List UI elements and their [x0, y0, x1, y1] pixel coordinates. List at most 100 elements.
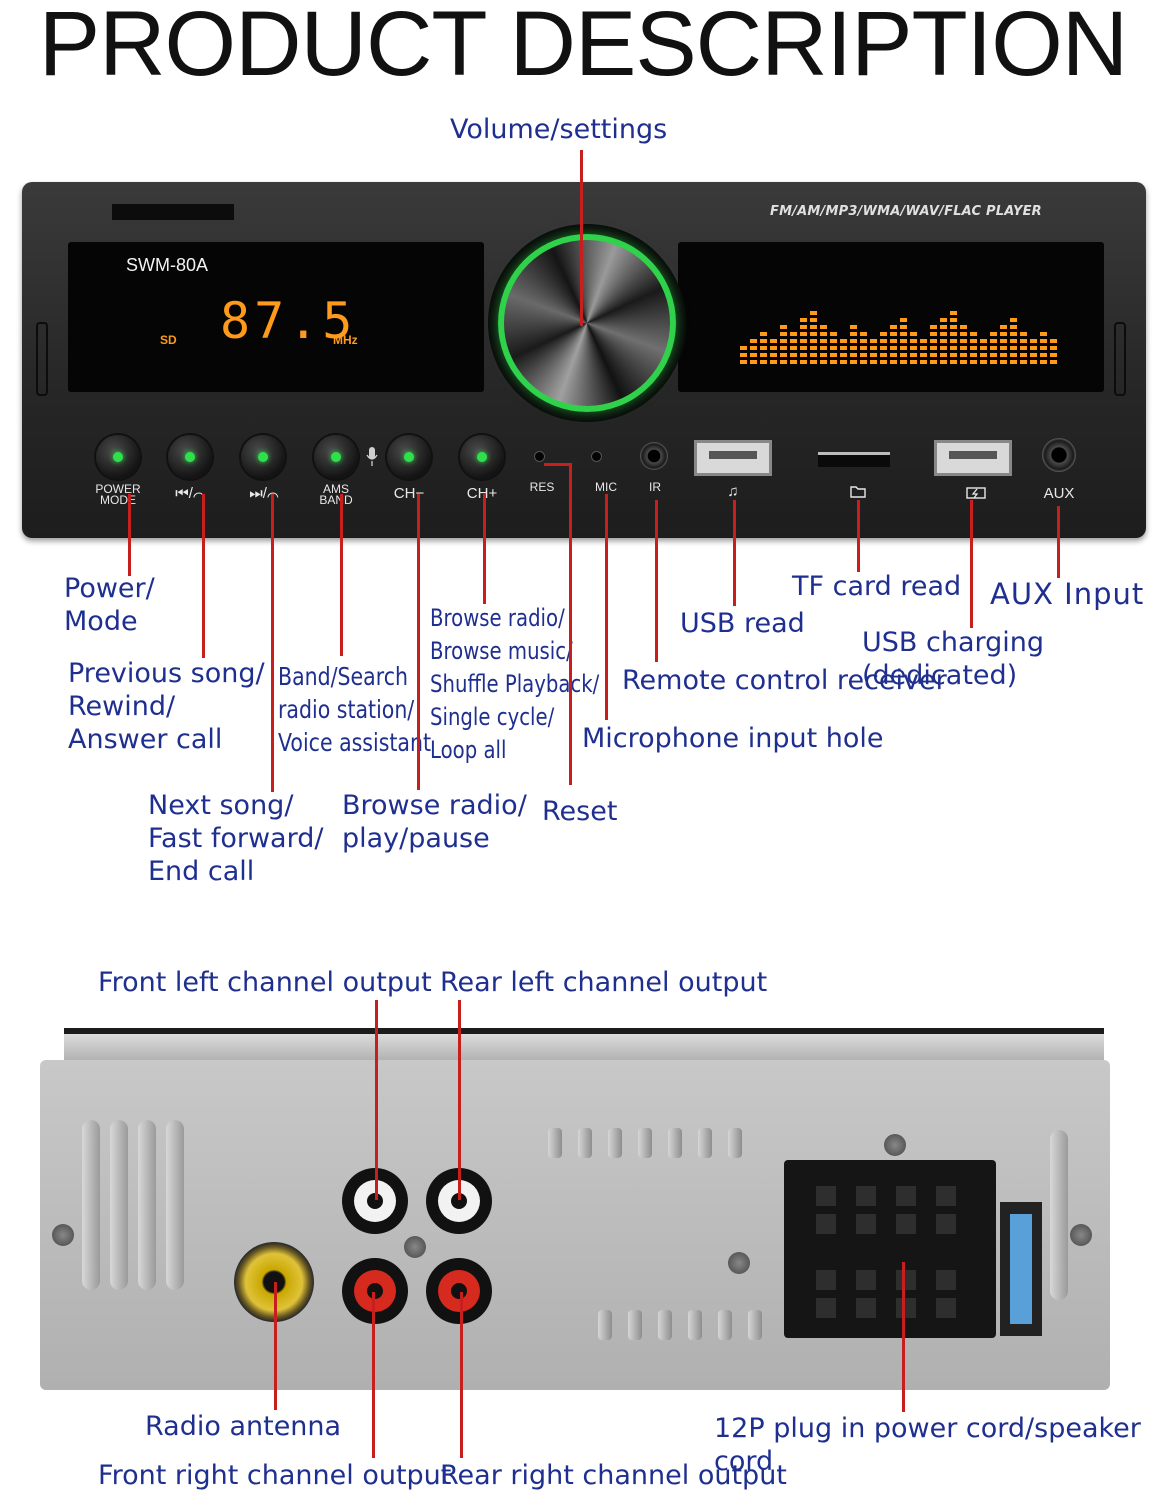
equalizer-segment — [810, 325, 817, 329]
equalizer-segment — [900, 339, 907, 343]
next-button[interactable] — [241, 435, 285, 479]
equalizer-segment — [760, 353, 767, 357]
annotation-remote: Remote control receiver — [622, 665, 947, 696]
vent-slot — [728, 1128, 742, 1158]
pointer-aux — [1057, 506, 1060, 578]
vent-slot — [608, 1128, 622, 1158]
mount-screw — [884, 1134, 906, 1156]
page-title: PRODUCT DESCRIPTION — [38, 0, 1129, 95]
power-mode-button[interactable] — [96, 435, 140, 479]
equalizer-segment — [740, 346, 747, 350]
reset-hole[interactable] — [535, 452, 544, 461]
equalizer-segment — [880, 346, 887, 350]
annotation-radio-antenna: Radio antenna — [145, 1411, 342, 1442]
equalizer-segment — [1000, 339, 1007, 343]
annotation-usb-read: USB read — [680, 608, 805, 639]
equalizer-segment — [1020, 360, 1027, 364]
source-indicator: SD — [160, 333, 177, 347]
ams-band-button[interactable] — [314, 435, 358, 479]
connector-pin — [936, 1214, 956, 1234]
pointer-12p-plug — [902, 1262, 905, 1412]
pointer-usb-charging — [970, 500, 973, 628]
equalizer-segment — [790, 360, 797, 364]
equalizer-segment — [780, 346, 787, 350]
ch-plus-button[interactable] — [460, 435, 504, 479]
annotation-reset: Reset — [542, 796, 618, 827]
annotation-12p-plug: 12P plug in power cord/speaker cord — [714, 1413, 1141, 1477]
equalizer-segment — [850, 325, 857, 329]
frequency-unit: MHz — [333, 333, 358, 347]
equalizer-segment — [770, 360, 777, 364]
equalizer-segment — [740, 353, 747, 357]
mount-screw — [404, 1236, 426, 1258]
equalizer-segment — [940, 332, 947, 336]
ch-plus-label: CH+ — [466, 485, 498, 502]
equalizer-segment — [820, 332, 827, 336]
vent-slot — [688, 1310, 702, 1340]
equalizer-segment — [1010, 353, 1017, 357]
equalizer-segment — [1050, 360, 1057, 364]
tf-card-slot[interactable] — [818, 452, 890, 467]
equalizer-segment — [920, 353, 927, 357]
aux-jack[interactable] — [1042, 438, 1076, 472]
equalizer-segment — [770, 339, 777, 343]
usb-port-read[interactable] — [694, 440, 772, 476]
connector-pin — [936, 1298, 956, 1318]
equalizer-segment — [910, 353, 917, 357]
equalizer-segment — [850, 346, 857, 350]
equalizer-segment — [800, 318, 807, 322]
format-label: FM/AM/MP3/WMA/WAV/FLAC PLAYER — [770, 204, 1042, 219]
vent-rib — [166, 1120, 184, 1290]
connector-pin — [816, 1186, 836, 1206]
equalizer-segment — [940, 339, 947, 343]
equalizer-segment — [990, 360, 997, 364]
annotation-front-left: Front left channel output — [98, 967, 432, 998]
ir-receiver — [640, 442, 668, 470]
pointer-browse-music — [483, 494, 486, 604]
equalizer-segment — [940, 346, 947, 350]
connector-pin — [896, 1186, 916, 1206]
equalizer-segment — [1040, 332, 1047, 336]
ch-minus-button[interactable] — [387, 435, 431, 479]
equalizer-segment — [950, 325, 957, 329]
annotation-browse-music: Browse radio/ Browse music/ Shuffle Play… — [430, 604, 600, 764]
equalizer-segment — [1000, 325, 1007, 329]
pointer-rear-left — [458, 1000, 461, 1200]
panel-release-slot — [112, 204, 234, 220]
equalizer-segment — [830, 339, 837, 343]
connector-pin — [816, 1214, 836, 1234]
equalizer-segment — [1010, 318, 1017, 322]
equalizer-segment — [930, 360, 937, 364]
vent-slot — [698, 1128, 712, 1158]
equalizer-segment — [1050, 339, 1057, 343]
equalizer-segment — [780, 332, 787, 336]
next-label: ⏭/⌒ — [249, 485, 279, 502]
equalizer-segment — [1050, 346, 1057, 350]
equalizer-segment — [950, 332, 957, 336]
equalizer-segment — [800, 325, 807, 329]
usb-port-charging[interactable] — [934, 440, 1012, 476]
equalizer-segment — [960, 332, 967, 336]
equalizer-segment — [980, 353, 987, 357]
annotation-usb-charging: USB charging (dedicated) — [862, 627, 1045, 691]
equalizer-segment — [760, 360, 767, 364]
equalizer-segment — [970, 346, 977, 350]
equalizer-segment — [920, 346, 927, 350]
equalizer-segment — [970, 332, 977, 336]
prev-label: ⏮/⌒ — [175, 485, 205, 502]
equalizer-segment — [1030, 346, 1037, 350]
connector-pin — [856, 1270, 876, 1290]
equalizer-segment — [900, 346, 907, 350]
previous-button[interactable] — [168, 435, 212, 479]
pointer-rear-right — [460, 1292, 463, 1458]
vent-slot — [658, 1310, 672, 1340]
volume-knob[interactable] — [498, 234, 676, 412]
equalizer-segment — [750, 360, 757, 364]
equalizer-segment — [950, 311, 957, 315]
equalizer-segment — [900, 325, 907, 329]
equalizer-segment — [1010, 360, 1017, 364]
equalizer-segment — [830, 332, 837, 336]
rca-front-left — [342, 1168, 408, 1234]
equalizer-segment — [990, 339, 997, 343]
equalizer-segment — [900, 332, 907, 336]
